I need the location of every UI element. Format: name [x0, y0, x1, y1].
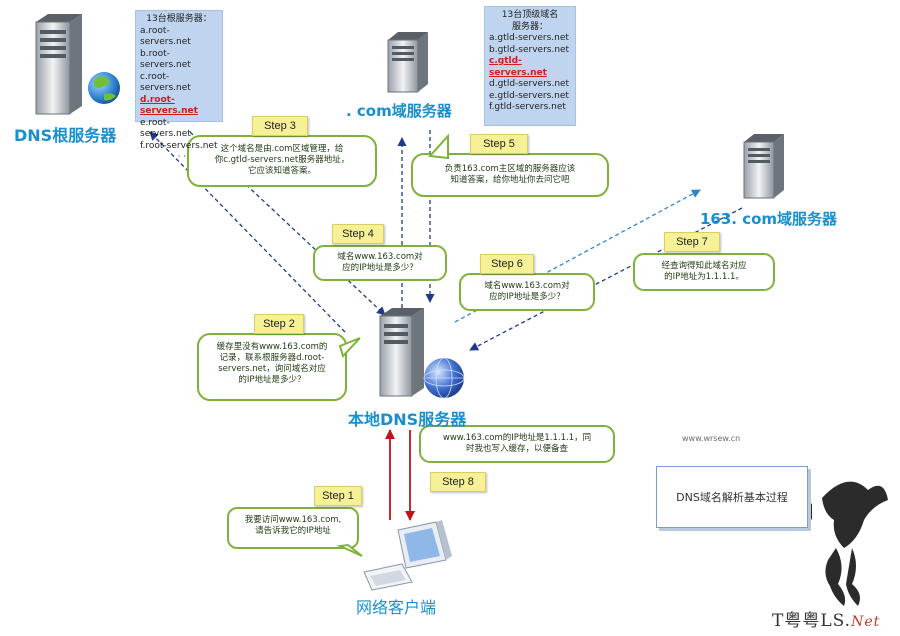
step5-tag: Step 5 [470, 134, 528, 154]
root-list-header: 13台根服务器： [146, 14, 212, 24]
step2-message: 缓存里没有www.163.com的 记录，联系根服务器d.root- serve… [216, 342, 328, 385]
local-dns-server-icon [379, 308, 465, 399]
bubble-step2 [197, 333, 361, 401]
bubble-step5 [411, 133, 609, 197]
diagram-caption: DNS域名解析基本过程 [676, 491, 788, 504]
watermark-logo: T粤粤LS.Net [772, 611, 881, 631]
arrow-step2 [149, 131, 346, 333]
list-item: a.root-servers.net [140, 25, 191, 48]
bubble-step8 [419, 425, 615, 463]
list-item: a.gtld-servers.net [489, 33, 569, 43]
local-dns-title: 本地DNS服务器 [348, 410, 467, 429]
root-server-title: DNS根服务器 [14, 126, 117, 145]
step1-tag: Step 1 [314, 486, 362, 506]
step7-message: 经查询得知此域名对应 的IP地址为1.1.1.1。 [661, 261, 747, 282]
server-163-icon [743, 134, 784, 199]
list-item: d.gtld-servers.net [489, 79, 570, 89]
bubble-step3 [187, 135, 377, 187]
step3-tag: Step 3 [252, 116, 308, 136]
step4-message: 域名www.163.com对 应的IP地址是多少？ [337, 252, 423, 273]
list-item: e.root-servers.net [140, 117, 191, 140]
arrow-step6 [454, 189, 701, 323]
client-title: 网络客户端 [356, 598, 437, 617]
gtld-server-list: 13台顶级域名 服务器： a.gtld-servers.net b.gtld-s… [484, 6, 576, 126]
step5-message: 负责163.com主区域的服务器应该 知道答案，给你地址你去问它吧 [444, 164, 576, 185]
gtld-list-header: 13台顶级域名 [501, 10, 559, 20]
list-item-highlighted: c.gtld-servers.net [489, 56, 547, 78]
list-item: e.gtld-servers.net [489, 90, 569, 101]
step3-message: 这个域名是由.com区域管理，给 你c.gtld-servers.net服务器地… [214, 144, 350, 176]
step8-message: www.163.com的IP地址是1.1.1.1，同 时我也写入缓存，以便备查 [442, 433, 592, 454]
com-server-icon [387, 32, 428, 93]
arrow-step7 [469, 207, 743, 351]
bubble-step7 [633, 253, 775, 291]
gtld-list-header: 服务器： [511, 21, 548, 32]
step2-tag: Step 2 [254, 314, 304, 334]
server-163-title: 163. com域服务器 [700, 210, 838, 228]
list-item: b.root-servers.net [140, 48, 191, 71]
bubble-step4 [313, 245, 447, 281]
root-server-list: 13台根服务器： a.root-servers.net b.root-serve… [135, 10, 223, 162]
root-server-icon [35, 14, 120, 115]
list-item: f.root-servers.net [140, 140, 218, 151]
bubble-step1 [227, 507, 363, 557]
com-server-title: . com域服务器 [346, 102, 452, 120]
step1-message: 我要访问www.163.com, 请告诉我它的IP地址 [244, 515, 342, 536]
client-computer-icon [363, 520, 452, 591]
diagram-caption-box: DNS域名解析基本过程 [656, 466, 808, 528]
list-item: · · · [171, 152, 187, 162]
list-item: c.root-servers.net [140, 71, 191, 94]
dragon-watermark-icon [796, 481, 888, 606]
step4-tag: Step 4 [332, 224, 384, 244]
step7-tag: Step 7 [664, 232, 720, 252]
list-item-highlighted: d.root-servers.net [140, 94, 198, 117]
list-item: b.gtld-servers.net [489, 44, 570, 55]
step8-tag: Step 8 [430, 472, 486, 492]
step6-message: 域名www.163.com对 应的IP地址是多少？ [484, 281, 570, 302]
bubble-step6 [459, 273, 595, 311]
small-url-note: www.wrsew.cn [682, 434, 741, 443]
step6-tag: Step 6 [480, 254, 534, 274]
list-item: f.gtld-servers.net [489, 102, 566, 112]
